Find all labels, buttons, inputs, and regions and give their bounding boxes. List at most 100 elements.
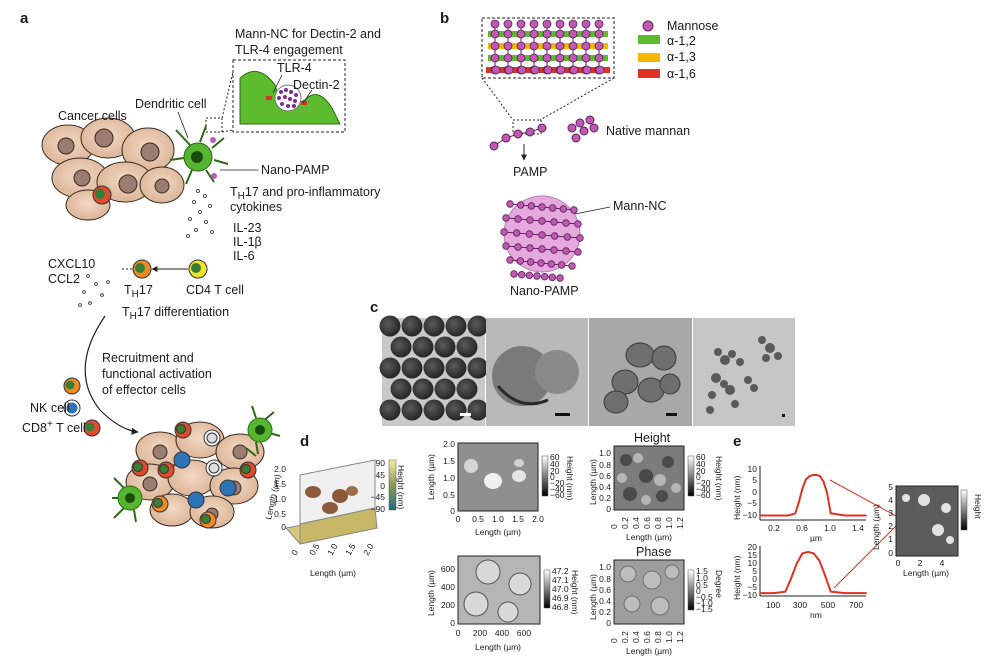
svg-text:−60: −60 — [550, 490, 565, 500]
il6-label: IL-6 — [233, 249, 255, 263]
mann-nc-label: Mann-NC — [613, 199, 667, 213]
nano-pamp-mannose — [570, 206, 578, 214]
svg-text:46.8: 46.8 — [552, 602, 569, 612]
tem-image-4 — [693, 318, 795, 426]
map-e-cbar-label: Height — [973, 494, 983, 519]
profile-point — [829, 590, 832, 593]
map1-xticks: 0 0.5 1.0 1.5 2.0 — [456, 514, 545, 524]
nano-pamp-mannose — [506, 256, 514, 264]
dendritic-cell — [169, 125, 229, 185]
panel-b-label: b — [440, 10, 449, 27]
nano-pamp-mannose — [517, 270, 526, 279]
afm-map-2 — [613, 445, 695, 511]
tumor-immune-cluster — [112, 405, 281, 529]
map2-cbar-label: Height (nm) — [714, 456, 724, 501]
tem-particle — [412, 336, 434, 358]
svg-text:0: 0 — [609, 638, 619, 643]
ccl2-label: CCL2 — [48, 272, 80, 286]
legend-a12: α-1,2 — [667, 34, 696, 48]
nano-pamp-mannose — [540, 272, 549, 281]
nano-pamp-mannose — [526, 216, 534, 224]
map1-xlabel: Length (µm) — [475, 527, 521, 537]
afm-map-e — [895, 485, 968, 557]
svg-text:40: 40 — [696, 459, 706, 469]
map4-xticks: 0 0.2 0.4 0.6 0.8 1.0 1.2 — [609, 631, 685, 643]
nano-pamp-mannose — [556, 274, 564, 282]
nano-pamp-mannose — [533, 272, 541, 280]
panel-a-label: a — [20, 10, 29, 27]
il1b-label: IL-1β — [233, 235, 262, 249]
profile-point — [759, 592, 761, 594]
map1-cbar-label: Height (nm) — [565, 456, 575, 501]
pamp-chain — [489, 123, 547, 151]
tem-particle — [467, 399, 489, 421]
svg-text:0: 0 — [456, 628, 461, 638]
svg-text:0.5: 0.5 — [274, 509, 286, 519]
th17-cytokines-label-2: cytokines — [230, 200, 282, 214]
svg-text:1.0: 1.0 — [664, 631, 674, 643]
svg-text:1.2: 1.2 — [675, 631, 685, 643]
il23-label: IL-23 — [233, 221, 262, 235]
svg-text:4: 4 — [888, 495, 893, 505]
svg-text:500: 500 — [821, 600, 835, 610]
profile-1-axes — [759, 466, 866, 521]
svg-text:0.2: 0.2 — [620, 631, 630, 643]
tlr4-label: TLR-4 — [277, 61, 312, 75]
svg-text:400: 400 — [495, 628, 509, 638]
tem-image-3 — [589, 318, 692, 426]
map4-yticks: 1.0 0.8 0.6 0.4 0.2 0 — [599, 562, 611, 628]
svg-text:0.2: 0.2 — [599, 607, 611, 617]
map4-title: Phase — [636, 545, 671, 559]
profile-point — [865, 514, 867, 517]
svg-text:1.0: 1.0 — [696, 573, 708, 583]
nano-pamp-mannose — [562, 247, 570, 255]
profile-point — [808, 475, 811, 478]
svg-text:1.0: 1.0 — [443, 473, 455, 483]
nano-pamp-mannose — [548, 273, 557, 282]
svg-text:0: 0 — [380, 481, 385, 491]
svg-text:−90: −90 — [371, 504, 386, 514]
profile-1-plot — [759, 474, 867, 517]
map4-cbar-ticks: 1.5 1.0 0.5 0 −0.5 −1.0 −1.5 — [696, 566, 713, 614]
svg-text:0: 0 — [609, 524, 619, 529]
profile-point — [812, 552, 815, 555]
svg-text:1.4: 1.4 — [852, 523, 864, 533]
profile-point — [801, 487, 804, 490]
svg-text:60: 60 — [550, 452, 560, 462]
map-e-ylabel: Length (µm) — [871, 504, 881, 550]
svg-text:2: 2 — [918, 558, 923, 568]
svg-text:1.0: 1.0 — [664, 517, 674, 529]
svg-text:0.6: 0.6 — [599, 585, 611, 595]
svg-text:0.2: 0.2 — [768, 523, 780, 533]
afm-3d-yticks: 2.0 1.5 1.0 0.5 0 — [274, 464, 286, 532]
dectin2-label: Dectin-2 — [293, 78, 340, 92]
map1-cbar-ticks: 60 40 20 0 −20 −40 −60 — [550, 452, 565, 500]
svg-text:0: 0 — [289, 548, 300, 557]
tem-particle — [456, 378, 478, 400]
nano-pamp-mannose — [550, 246, 558, 254]
svg-text:0.8: 0.8 — [599, 460, 611, 470]
nk-cell-label: NK cell — [30, 401, 70, 415]
th17-diff-label: TH17 differentiation — [122, 305, 229, 322]
profile-point — [812, 474, 814, 476]
nano-pamp-mannose — [548, 204, 557, 212]
legend-a12-swatch — [638, 35, 660, 44]
afm-map-1 — [457, 442, 549, 512]
svg-text:0: 0 — [696, 586, 701, 596]
legend-mannose: Mannose — [667, 19, 718, 33]
profile-line — [760, 474, 866, 517]
cd4-label: CD4 T cell — [186, 283, 244, 297]
svg-text:300: 300 — [793, 600, 807, 610]
svg-text:200: 200 — [441, 600, 455, 610]
svg-text:−20: −20 — [696, 478, 711, 488]
tem-particle — [467, 315, 489, 337]
profile-2-plot — [759, 550, 867, 595]
afm-3d-xlabel: Length (µm) — [310, 568, 356, 578]
svg-text:10: 10 — [748, 558, 758, 568]
svg-text:1.5: 1.5 — [274, 479, 286, 489]
map1-yticks: 2.0 1.5 1.0 0.5 0 — [443, 439, 455, 516]
profile-2-xlabel: nm — [810, 610, 822, 620]
cxcl10-label: CXCL10 — [48, 257, 95, 271]
map-e-xticks: 0 2 4 — [896, 558, 945, 568]
svg-text:0.5: 0.5 — [696, 580, 708, 590]
